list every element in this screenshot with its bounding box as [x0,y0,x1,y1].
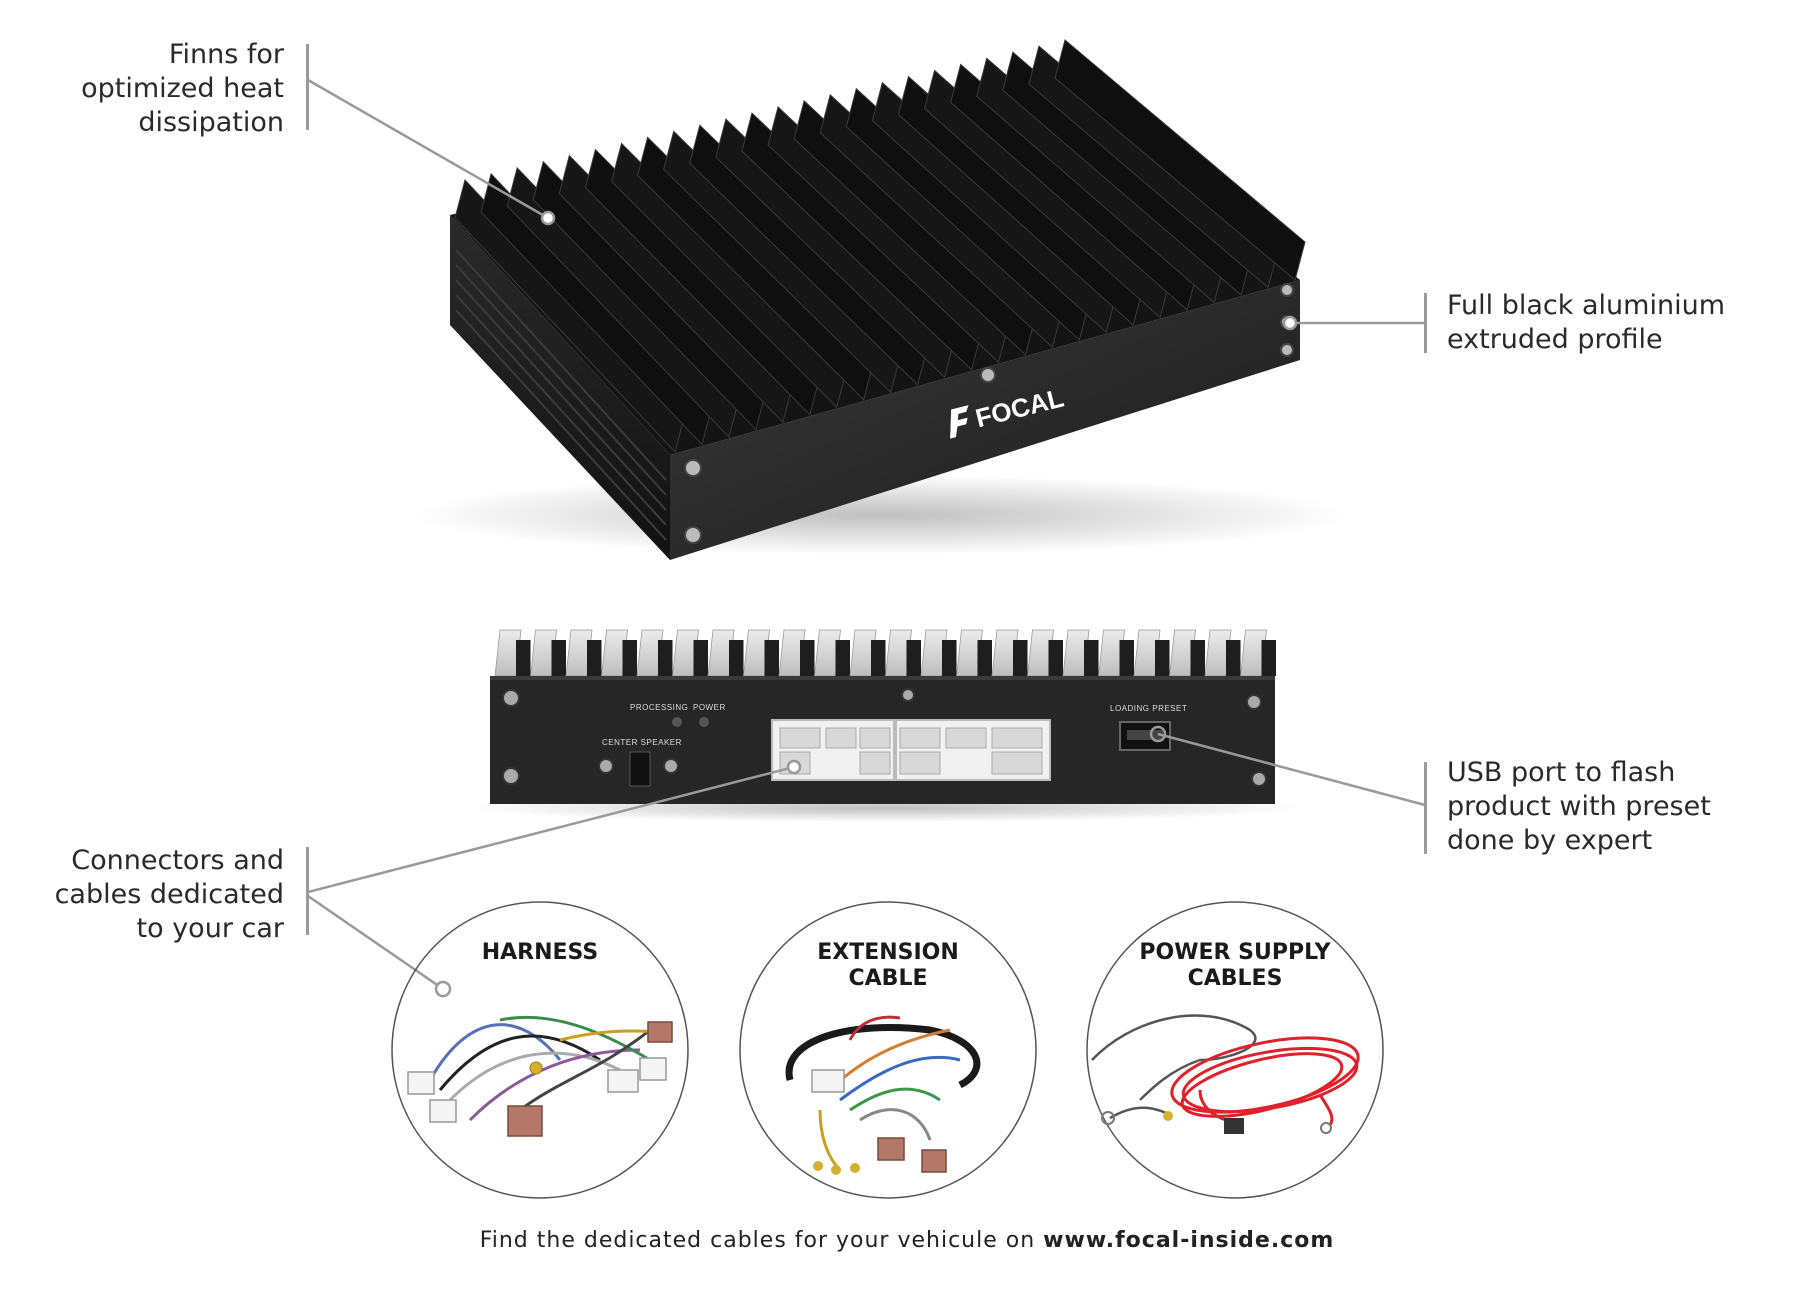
rear-fin-gap [871,640,886,676]
callout-connectors-line: to your car [136,913,284,944]
rear-fin-gap [1119,640,1134,676]
callout-connectors: Connectors and cables dedicated to your … [4,844,284,946]
callout-connectors-bar [306,847,309,935]
rear-fin-gap [977,640,992,676]
callout-fins-bar [306,44,309,130]
rear-fin-gap [1226,640,1241,676]
rear-fin-gap [729,640,744,676]
harness-circle [391,901,689,1199]
amplifier-rear-view: PROCESSING POWER CENTER SPEAKER LOADING … [465,629,1305,822]
accessory-circles [391,901,1384,1199]
footer-link[interactable]: www.focal-inside.com [1043,1228,1335,1253]
leader-lines [307,78,1426,998]
harness-title: HARNESS [440,940,640,966]
rear-fin-gap [551,640,566,676]
callout-profile-bar [1424,293,1427,353]
svg-text:LOADING PRESET: LOADING PRESET [1110,704,1187,713]
side-face [450,215,670,560]
front-face [670,280,1300,560]
rear-fin-gap [1013,640,1028,676]
fin [1054,39,1306,281]
extension-cable-title-line: CABLE [848,966,928,991]
callout-fins-line: Finns for [168,39,284,70]
rear-fin-gap [1048,640,1063,676]
rear-fin-gap [835,640,850,676]
callout-profile-line: extruded profile [1447,324,1663,355]
rear-fin-gap [942,640,957,676]
callout-usb-bar [1424,762,1427,854]
power-supply-title: POWER SUPPLY CABLES [1125,940,1345,992]
callout-connectors-line: Connectors and [71,845,284,876]
rear-fin-gap [1155,640,1170,676]
callout-profile: Full black aluminium extruded profile [1447,289,1777,357]
extension-cable-circle [739,901,1037,1199]
callout-usb: USB port to flash product with preset do… [1447,756,1777,858]
rear-fin-gap [1084,640,1099,676]
rear-fin-gap [1190,640,1205,676]
power-supply-circle [1086,901,1384,1199]
harness-title-line: HARNESS [481,940,599,965]
rear-fin-gap [764,640,779,676]
power-supply-illustration [1091,1014,1360,1134]
rear-fin-gap [1261,640,1276,676]
harness-illustration [407,1015,673,1137]
svg-text:CENTER SPEAKER: CENTER SPEAKER [602,738,682,747]
callout-fins: Finns for optimized heat dissipation [24,38,284,140]
rear-fin-tops [494,629,1276,677]
amplifier-top-view: FOCAL [410,39,1350,560]
rear-fin-gap [906,640,921,676]
power-supply-title-line: POWER SUPPLY [1139,940,1331,965]
callout-usb-line: USB port to flash [1447,757,1676,788]
side-grooves [455,249,667,541]
callout-profile-line: Full black aluminium [1447,290,1725,321]
rear-fin-gap [587,640,602,676]
svg-text:PROCESSING: PROCESSING [630,703,688,712]
svg-text:POWER: POWER [693,703,726,712]
rear-fin-gap [516,640,531,676]
extension-cable-illustration [785,1015,981,1175]
extension-cable-title-line: EXTENSION [817,940,959,965]
extension-cable-title: EXTENSION CABLE [788,940,988,992]
rear-fin-gap [658,640,673,676]
callout-fins-line: dissipation [138,107,284,138]
callout-usb-line: product with preset [1447,791,1711,822]
footer-note: Find the dedicated cables for your vehic… [0,1228,1814,1253]
callout-usb-line: done by expert [1447,825,1653,856]
callout-fins-line: optimized heat [81,73,284,104]
heat-sink-fins [454,39,1306,453]
callout-connectors-line: cables dedicated [54,879,284,910]
footer-text: Find the dedicated cables for your vehic… [479,1228,1044,1253]
rear-fin-gap [622,640,637,676]
rear-fin-gap [693,640,708,676]
rear-fin-gap [800,640,815,676]
power-supply-title-line: CABLES [1187,966,1283,991]
